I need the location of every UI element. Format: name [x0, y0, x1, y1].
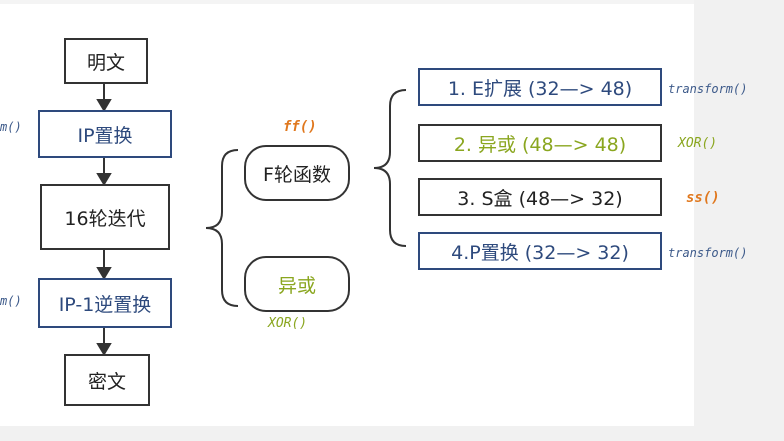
f-step-3-box: 3. S盒 (48—> 32): [418, 178, 662, 216]
f-step-4-box: 4.P置换 (32—> 32): [418, 232, 662, 270]
rounds-label: 16轮迭代: [64, 207, 146, 230]
xor-label: 异或: [277, 274, 316, 297]
arrowhead-1: [96, 99, 112, 112]
f-function-label: F轮函数: [263, 163, 331, 186]
f-step-2-label: 2. 异或 (48—> 48): [453, 133, 627, 156]
ip-permutation-box: IP置换: [38, 110, 172, 158]
f-step-1-box: 1. E扩展 (32—> 48): [418, 68, 662, 106]
ip-inverse-code-fragment: m(): [0, 294, 22, 308]
f-step-1-label: 1. E扩展 (32—> 48): [447, 77, 633, 100]
xor-code: XOR(): [268, 316, 308, 331]
ip-inverse-box: IP-1逆置换: [38, 278, 172, 328]
xor-pill: 异或: [244, 256, 350, 312]
brace-left: [205, 149, 239, 307]
ip-permutation-label: IP置换: [77, 124, 133, 147]
frame-top: [0, 0, 784, 4]
f-step-2-box: 2. 异或 (48—> 48): [418, 124, 662, 162]
ciphertext-box: 密文: [64, 354, 150, 406]
ip-code-fragment: m(): [0, 120, 22, 134]
f-step-4-label: 4.P置换 (32—> 32): [451, 241, 629, 264]
frame-right: [694, 0, 784, 441]
f-step-3-label: 3. S盒 (48—> 32): [457, 187, 623, 210]
f-function-code: ff(): [283, 119, 317, 135]
f-step-2-code: XOR(): [678, 136, 718, 151]
rounds-box: 16轮迭代: [40, 184, 170, 250]
arrowhead-4: [96, 343, 112, 356]
plaintext-label: 明文: [86, 51, 125, 74]
ip-inverse-label: IP-1逆置换: [58, 293, 152, 316]
frame-bottom: [0, 426, 784, 441]
f-function-pill: F轮函数: [244, 145, 350, 201]
f-step-3-code: ss(): [686, 190, 720, 206]
f-step-4-code: transform(): [668, 246, 748, 260]
arrowhead-2: [96, 173, 112, 186]
brace-right: [373, 89, 407, 247]
ciphertext-label: 密文: [87, 370, 126, 393]
arrowhead-3: [96, 267, 112, 280]
f-step-1-code: transform(): [668, 82, 748, 96]
plaintext-box: 明文: [64, 38, 148, 84]
